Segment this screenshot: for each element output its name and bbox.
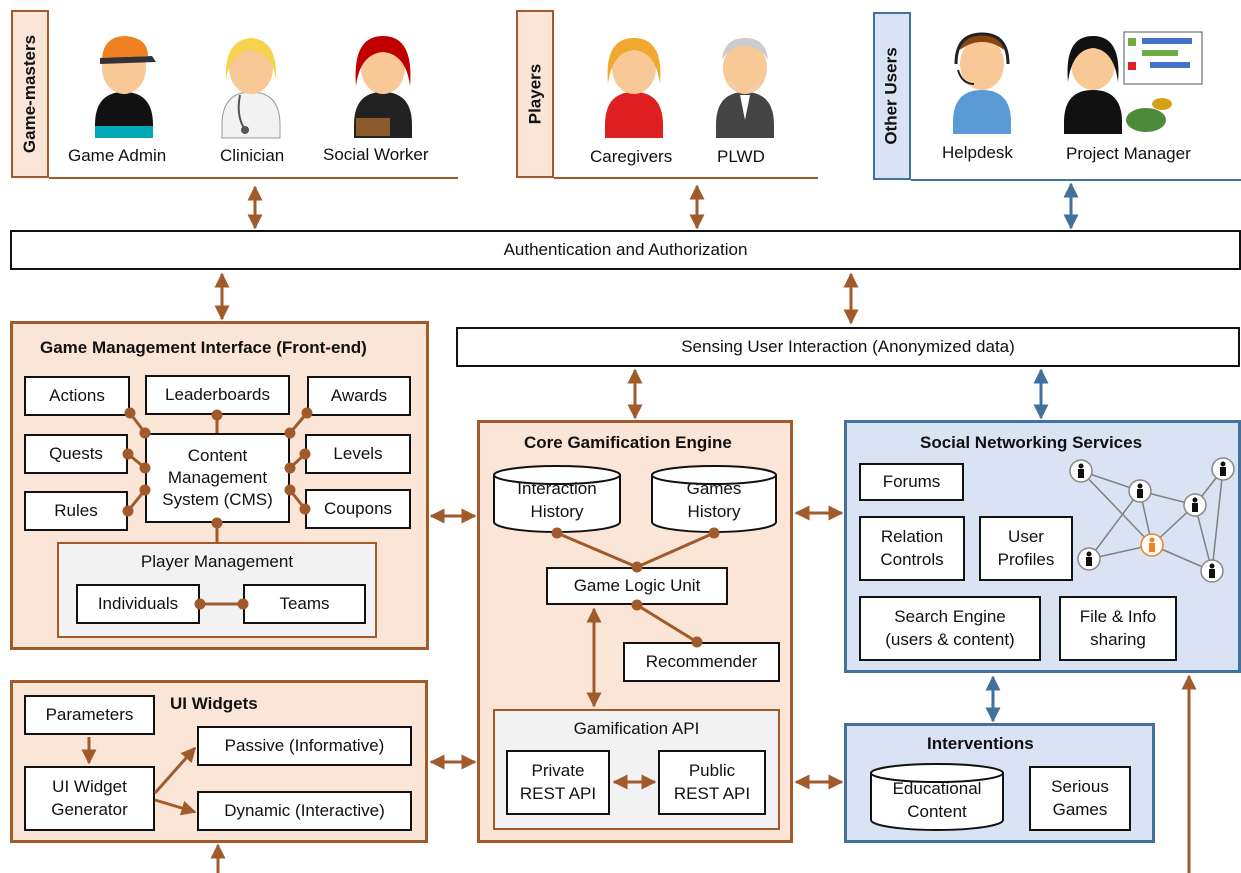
ui-widget-generator-box: UI Widget Generator [24, 766, 155, 831]
network-nodes [1069, 457, 1235, 583]
group-underlines [49, 177, 1241, 181]
public-api-box: Public REST API [658, 750, 766, 815]
project-manager-icon [1064, 31, 1203, 134]
plwd-label: PLWD [717, 147, 765, 166]
blue-arrows [985, 182, 1079, 723]
ui-widgets-title: UI Widgets [170, 694, 258, 713]
rules-box: Rules [24, 491, 128, 531]
actions-box: Actions [24, 376, 130, 416]
serious-games-box: Serious Games [1029, 766, 1131, 831]
clinician-icon [221, 38, 281, 139]
social-title: Social Networking Services [920, 433, 1143, 452]
games-history-cylinder [651, 465, 777, 533]
cms-connectors [122, 407, 313, 610]
recommender-box: Recommender [623, 642, 780, 682]
clinician-label: Clinician [220, 146, 285, 165]
social-worker-label: Social Worker [323, 145, 429, 164]
games-history-label: Games History [686, 479, 742, 521]
games-history-db: Games History [650, 464, 778, 534]
user-profiles-box: User Profiles [979, 516, 1073, 581]
parameters-box: Parameters [24, 695, 155, 735]
educational-content-db: Educational Content [869, 762, 1005, 832]
levels-box: Levels [305, 434, 411, 474]
orange-arrows [81, 184, 1197, 873]
gamemasters-label: Game-masters [11, 10, 49, 178]
dynamic-box: Dynamic (Interactive) [197, 791, 412, 831]
project-manager-label: Project Manager [1066, 144, 1191, 163]
game-admin-label: Game Admin [68, 146, 167, 165]
interaction-history-db: Interaction History [492, 464, 622, 534]
search-engine-box: Search Engine (users & content) [859, 596, 1041, 661]
other-users-label: Other Users [873, 12, 911, 180]
interventions-title: Interventions [927, 734, 1034, 753]
educational-content-label: Educational Content [892, 779, 982, 821]
auth-label: Authentication and Authorization [503, 239, 748, 259]
caregivers-label: Caregivers [590, 147, 673, 166]
leaderboards-box: Leaderboards [145, 375, 290, 415]
engine-connectors [551, 527, 720, 648]
forums-box: Forums [859, 463, 964, 501]
player-management-title: Player Management [140, 552, 294, 571]
educational-content-cylinder [870, 763, 1004, 831]
individuals-box: Individuals [76, 584, 200, 624]
teams-box: Teams [243, 584, 366, 624]
private-api-box: Private REST API [506, 750, 610, 815]
relation-controls-box: Relation Controls [859, 516, 965, 581]
interaction-history-cylinder [493, 465, 621, 533]
coupons-box: Coupons [305, 489, 411, 529]
plwd-icon [716, 38, 774, 138]
core-engine-title: Core Gamification Engine [524, 433, 732, 452]
cms-box: Content Management System (CMS) [145, 433, 290, 523]
sensing-bar: Sensing User Interaction (Anonymized dat… [456, 327, 1240, 367]
social-worker-icon [354, 36, 412, 138]
sensing-label: Sensing User Interaction (Anonymized dat… [681, 336, 1015, 356]
file-sharing-box: File & Info sharing [1059, 596, 1177, 661]
helpdesk-label: Helpdesk [942, 143, 1013, 162]
awards-box: Awards [307, 376, 411, 416]
helpdesk-icon [953, 32, 1011, 134]
game-admin-icon [95, 36, 156, 138]
caregivers-icon [605, 38, 663, 138]
passive-box: Passive (Informative) [197, 726, 412, 766]
gamification-api-title: Gamification API [573, 719, 700, 738]
interaction-history-label: Interaction History [517, 479, 597, 521]
auth-bar: Authentication and Authorization [10, 230, 1241, 270]
gmi-title: Game Management Interface (Front-end) [40, 338, 367, 357]
players-label: Players [516, 10, 554, 178]
